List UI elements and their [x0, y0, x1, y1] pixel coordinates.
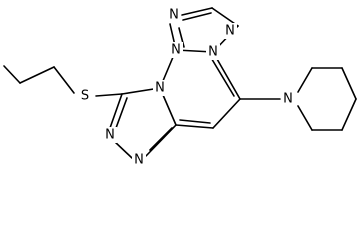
atom-label-n-center-1: N — [171, 43, 181, 58]
bond — [113, 140, 133, 159]
bond — [341, 98, 357, 131]
atom-label-n-top-3: N — [208, 45, 218, 60]
atom-label-background — [223, 23, 237, 39]
atom-label-background — [78, 88, 92, 104]
atom-label-n-top-1: N — [169, 8, 179, 23]
atom-label-background — [132, 152, 146, 168]
bond — [212, 98, 241, 129]
atom-label-n-top-2: N — [225, 24, 235, 39]
bond — [181, 7, 213, 16]
bond — [53, 66, 75, 94]
chemical-structure-canvas: S N N N N N N N N — [3, 7, 357, 168]
bonds — [3, 7, 357, 159]
bond — [149, 127, 173, 151]
bond — [179, 119, 211, 124]
bond — [209, 55, 235, 97]
atom-label-background — [103, 127, 117, 143]
atom-labels: S N N N N N N N N — [78, 7, 295, 168]
bond — [115, 97, 128, 129]
bond — [297, 67, 313, 93]
atom-label-n-bottom-1: N — [105, 128, 115, 143]
atom-label-background — [153, 80, 167, 96]
bond — [3, 65, 21, 84]
atom-label-background — [167, 7, 181, 23]
bond — [341, 67, 357, 100]
bond — [182, 12, 212, 21]
bond — [297, 105, 313, 131]
atom-label-background — [206, 44, 220, 60]
bond — [109, 93, 123, 129]
atom-label-n-bottom-2: N — [134, 153, 144, 168]
bond — [145, 124, 177, 157]
atom-label-n-center-2: N — [155, 81, 165, 96]
atom-label-background — [281, 91, 295, 107]
bond — [178, 27, 185, 48]
bond — [175, 124, 214, 129]
atom-label-s: S — [81, 89, 89, 104]
bond — [95, 93, 123, 97]
atom-label-n-piperidine: N — [283, 92, 293, 107]
atom-label-background — [169, 42, 183, 58]
molecule-diagram: S N N N N N N N N — [3, 7, 357, 168]
bond — [19, 66, 55, 84]
